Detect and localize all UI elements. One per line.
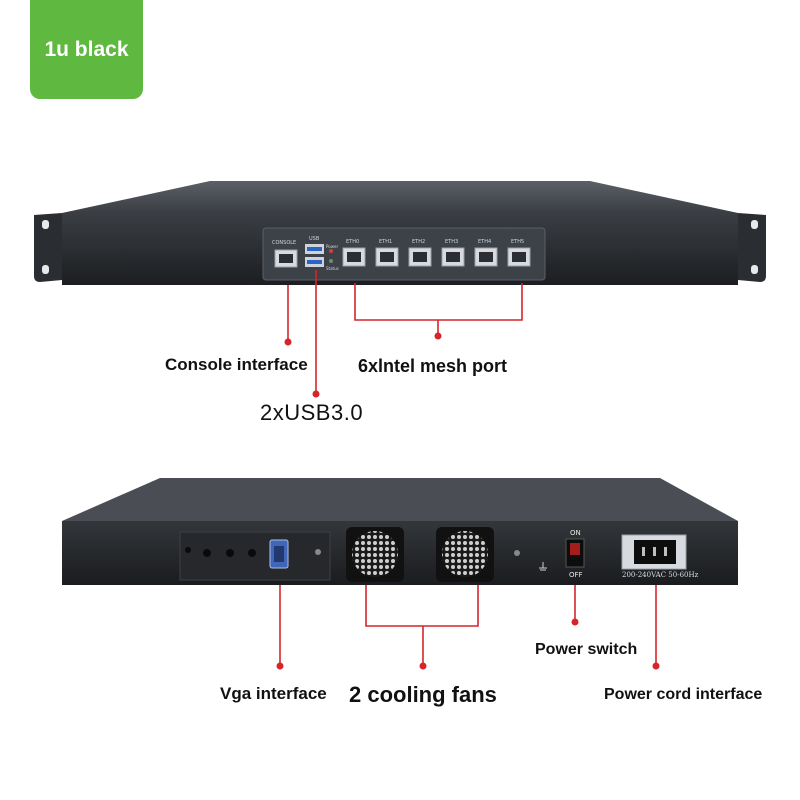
- cooling-fan-right: [436, 527, 494, 582]
- power-led-label: Power: [326, 244, 339, 249]
- usb-ports: [305, 244, 324, 267]
- badge-text: 1u black: [44, 37, 129, 61]
- power-switch-body: [565, 538, 585, 568]
- power-rating-label: 200-240VAC 50-60Hz: [622, 571, 699, 579]
- power-cord-label: Power cord interface: [604, 686, 763, 703]
- switch-on-label: ON: [570, 529, 581, 537]
- front-callouts: [287, 270, 523, 392]
- ground-symbol: [539, 562, 547, 571]
- power-switch-label: Power switch: [535, 641, 638, 658]
- eth1-port: [375, 247, 399, 267]
- rear-callouts: [279, 585, 657, 664]
- eth0-label: ETH0: [346, 239, 360, 245]
- vga-interface-label: Vga interface: [220, 684, 327, 703]
- cooling-fan-left: [346, 527, 404, 582]
- cooling-fans-label: 2 cooling fans: [349, 682, 497, 707]
- eth5-port: [507, 247, 531, 267]
- eth1-label: ETH1: [379, 239, 393, 245]
- status-led: [329, 259, 333, 263]
- vga-port: [269, 539, 289, 569]
- ethernet-ports: [342, 247, 531, 267]
- eth5-label: ETH5: [511, 239, 525, 245]
- right-ear-hole-bottom: [751, 265, 758, 274]
- console-interface-label: Console interface: [165, 355, 308, 374]
- console-port: [274, 249, 298, 268]
- power-inlet: [621, 534, 687, 570]
- left-rack-ear: [34, 213, 62, 282]
- fans-callout-dot: [419, 662, 427, 670]
- eth2-port: [408, 247, 432, 267]
- usb-label: 2xUSB3.0: [260, 400, 364, 425]
- console-port-label: CONSOLE: [272, 240, 297, 246]
- usb-port-label: USB: [309, 236, 320, 242]
- front-panel: [34, 181, 766, 285]
- rear-panel: [62, 478, 738, 585]
- usb-callout-dot: [312, 390, 320, 398]
- eth4-label: ETH4: [478, 239, 492, 245]
- mesh-port-label: 6xlntel mesh port: [358, 356, 508, 376]
- vga-callout-dot: [276, 662, 284, 670]
- status-led-label: Status: [326, 266, 339, 271]
- mesh-callout-dot: [434, 332, 442, 340]
- io-bezel: [262, 227, 546, 281]
- console-callout-dot: [284, 338, 292, 346]
- eth3-port: [441, 247, 465, 267]
- left-ear-hole-top: [42, 220, 49, 229]
- left-ear-hole-bottom: [42, 265, 49, 274]
- eth2-label: ETH2: [412, 239, 426, 245]
- eth3-label: ETH3: [445, 239, 459, 245]
- switch-callout-dot: [571, 618, 579, 626]
- switch-off-label: OFF: [569, 571, 583, 579]
- eth4-port: [474, 247, 498, 267]
- cord-callout-dot: [652, 662, 660, 670]
- color-badge: 1u black: [30, 0, 143, 99]
- right-ear-hole-top: [751, 220, 758, 229]
- power-led: [329, 249, 333, 253]
- right-rack-ear: [738, 213, 766, 282]
- eth0-port: [342, 247, 366, 267]
